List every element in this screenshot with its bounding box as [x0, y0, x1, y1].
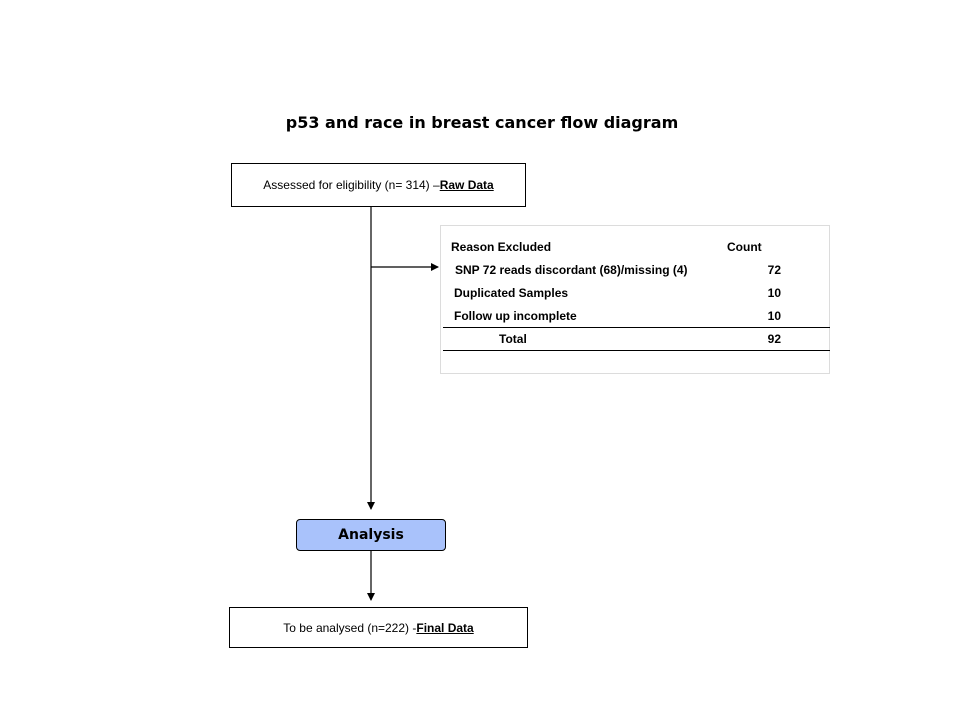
total-label: Total: [499, 332, 527, 346]
final-data-text: To be analysed (n=222) -: [283, 620, 417, 635]
row-reason: Duplicated Samples: [454, 286, 569, 300]
header-reason: Reason Excluded: [451, 240, 552, 254]
total-bottom-rule: [443, 350, 830, 351]
row-count: 10: [767, 309, 781, 323]
raw-data-link[interactable]: Raw Data: [439, 178, 494, 192]
diagram-title: p53 and race in breast cancer flow diagr…: [285, 113, 679, 132]
row-count: 10: [767, 286, 781, 300]
row-reason: Follow up incomplete: [454, 309, 577, 323]
analysis-label: Analysis: [338, 527, 404, 543]
exclusion-panel: Reason Excluded Count SNP 72 reads disco…: [440, 225, 830, 374]
total-top-rule: [443, 327, 830, 328]
row-count: 72: [767, 263, 781, 277]
total-count: 92: [767, 332, 781, 346]
header-count: Count: [727, 240, 762, 254]
final-data-box: To be analysed (n=222) - Final Data: [229, 607, 528, 648]
analysis-box: Analysis: [296, 519, 446, 551]
row-reason: SNP 72 reads discordant (68)/missing (4): [455, 263, 688, 277]
final-data-link[interactable]: Final Data: [416, 620, 474, 635]
eligibility-text: Assessed for eligibility (n= 314) –: [263, 178, 440, 192]
eligibility-box: Assessed for eligibility (n= 314) – Raw …: [231, 163, 526, 207]
